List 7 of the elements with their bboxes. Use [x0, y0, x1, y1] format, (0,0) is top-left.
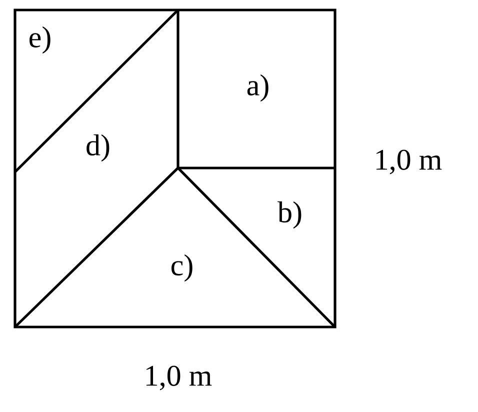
- region-label: 1,0 m: [146, 366, 212, 390]
- region-label: 1,0 m: [376, 150, 442, 174]
- region-label: c): [172, 254, 192, 282]
- region-label: b): [278, 201, 302, 229]
- region-label: e): [30, 26, 50, 54]
- region-label: d): [86, 134, 110, 162]
- region-label: a): [247, 74, 268, 102]
